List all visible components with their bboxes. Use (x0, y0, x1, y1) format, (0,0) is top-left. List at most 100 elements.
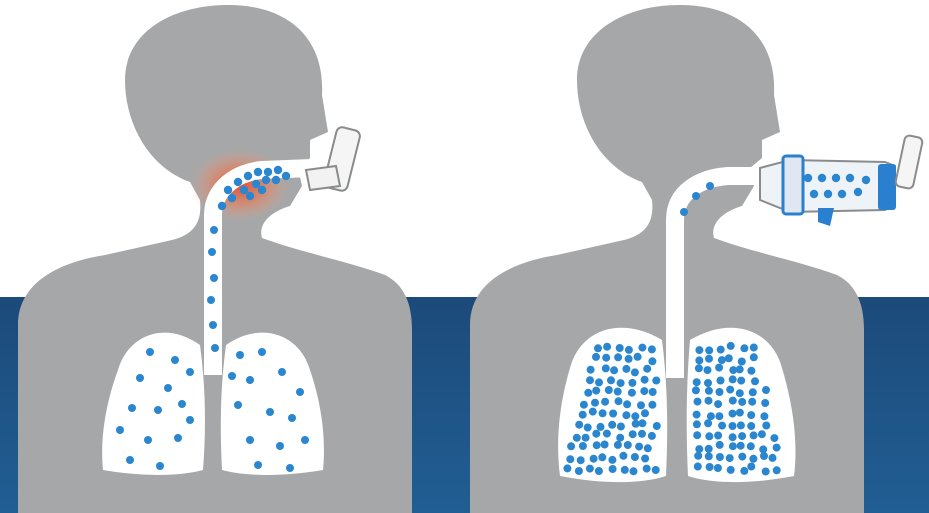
particle (694, 452, 702, 460)
particle (727, 466, 735, 474)
particle (638, 430, 646, 438)
particle (638, 419, 646, 427)
particle (760, 452, 768, 460)
particle (577, 456, 585, 464)
particle (726, 454, 734, 462)
particle (729, 442, 737, 450)
particle (705, 432, 713, 440)
particle (738, 432, 746, 440)
particle (740, 344, 748, 352)
particle (729, 433, 737, 441)
particle (164, 384, 172, 392)
particle (207, 296, 215, 304)
particle (628, 389, 636, 397)
particle (592, 430, 600, 438)
particle (838, 190, 846, 198)
particle (832, 174, 840, 182)
particle (854, 188, 862, 196)
particle (254, 168, 262, 176)
particle (584, 424, 592, 432)
particle (692, 192, 700, 200)
particle (750, 344, 758, 352)
particle (846, 174, 854, 182)
particle (637, 401, 645, 409)
particle (634, 353, 642, 361)
particle (208, 248, 216, 256)
particle (715, 364, 723, 372)
particle (705, 397, 713, 405)
particle (705, 346, 713, 354)
particle (617, 379, 625, 387)
particle (609, 465, 617, 473)
particle (622, 365, 630, 373)
particle (749, 388, 757, 396)
particle (804, 174, 812, 182)
particle (695, 356, 703, 364)
particle (597, 423, 605, 431)
particle (609, 410, 617, 418)
particle (748, 398, 756, 406)
particle (276, 442, 284, 450)
particle (616, 434, 624, 442)
particle (258, 186, 266, 194)
particle (186, 368, 194, 376)
particle (178, 400, 186, 408)
particle (593, 441, 601, 449)
particle (594, 344, 602, 352)
particle (693, 411, 701, 419)
particle (652, 377, 660, 385)
particle (760, 412, 768, 420)
particle (638, 344, 646, 352)
particle (643, 365, 651, 373)
particle (144, 436, 152, 444)
particle (240, 186, 248, 194)
particle (747, 411, 755, 419)
particle (116, 426, 124, 434)
particle (693, 431, 701, 439)
particle (747, 442, 755, 450)
particle (631, 453, 639, 461)
particle (716, 453, 724, 461)
particle (602, 354, 610, 362)
particle (586, 376, 594, 384)
particle (773, 444, 781, 452)
particle (635, 443, 643, 451)
particle (584, 389, 592, 397)
particle (631, 368, 639, 376)
particle (589, 408, 597, 416)
particle (714, 432, 722, 440)
particle (729, 375, 737, 383)
particle (740, 467, 748, 475)
particle (749, 455, 757, 463)
particle (599, 409, 607, 417)
particle (598, 453, 606, 461)
particle (579, 442, 587, 450)
particle (750, 353, 758, 361)
particle (644, 444, 652, 452)
particle (762, 468, 770, 476)
particle (692, 386, 700, 394)
particle (622, 411, 630, 419)
particle (603, 343, 611, 351)
particle (773, 466, 781, 474)
particle (695, 445, 703, 453)
particle (616, 344, 624, 352)
particle (736, 365, 744, 373)
particle (258, 348, 266, 356)
particle (575, 421, 583, 429)
particle (716, 441, 724, 449)
particle (641, 455, 649, 463)
particle (704, 419, 712, 427)
particle (824, 190, 832, 198)
particle (602, 364, 610, 372)
particle (695, 346, 703, 354)
particle (246, 376, 254, 384)
particle (747, 422, 755, 430)
particle (625, 355, 633, 363)
particle (126, 456, 134, 464)
particle (736, 389, 744, 397)
particle (762, 386, 770, 394)
particle (211, 344, 219, 352)
particle (608, 421, 616, 429)
particle (210, 226, 218, 234)
